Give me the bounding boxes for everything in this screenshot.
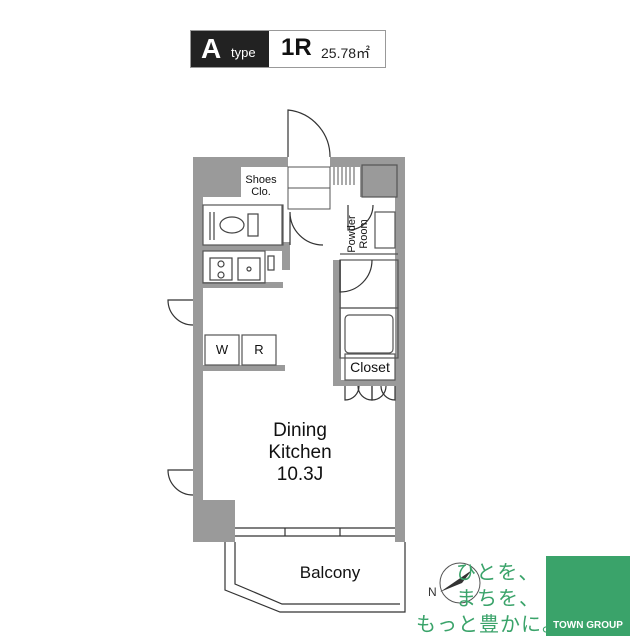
stair-lines bbox=[287, 166, 355, 210]
dk-line1: Dining bbox=[273, 420, 327, 441]
toilet bbox=[209, 212, 259, 240]
slogan-line2: まちを、 bbox=[456, 588, 540, 610]
balcony-label: Balcony bbox=[299, 563, 361, 582]
slogan-line1: ひとを、 bbox=[456, 562, 540, 584]
shoes-label-line1: Shoes bbox=[245, 174, 277, 186]
shoes-label-line2: Clo. bbox=[251, 186, 271, 198]
brand-block: TOWN GROUP bbox=[546, 556, 630, 636]
balcony-outline bbox=[224, 542, 406, 613]
kitchen-counter bbox=[209, 255, 275, 281]
doors bbox=[167, 109, 396, 496]
company-name: TOWN GROUP bbox=[553, 620, 623, 631]
type-word: type bbox=[231, 45, 256, 60]
slogan: ひとを、 まちを、 もっと豊かに。 bbox=[416, 560, 563, 638]
compass-north-label: N bbox=[428, 585, 437, 599]
balcony-window bbox=[235, 527, 395, 537]
plan-type-header: A type 1R 25.78㎡ bbox=[190, 30, 386, 68]
area-label: 25.78㎡ bbox=[321, 45, 371, 61]
interior-lines bbox=[202, 164, 399, 381]
dining-kitchen-label: Dining Kitchen 10.3J bbox=[245, 420, 355, 486]
slogan-line3: もっと豊かに。 bbox=[416, 614, 563, 636]
type-badge: A type bbox=[191, 31, 269, 67]
type-letter: A bbox=[201, 33, 222, 64]
dk-line3: 10.3J bbox=[276, 464, 324, 485]
walls bbox=[193, 157, 405, 542]
washer-label: W bbox=[215, 342, 229, 357]
refrigerator-label: R bbox=[254, 342, 264, 357]
closet-label: Closet bbox=[350, 359, 390, 375]
layout-label: 1R bbox=[281, 34, 312, 61]
compass-icon bbox=[439, 562, 481, 604]
powder-room-label: Powder Room bbox=[346, 215, 370, 253]
shoes-closet-label: Shoes Clo. bbox=[240, 174, 282, 198]
dk-line2: Kitchen bbox=[268, 442, 332, 463]
